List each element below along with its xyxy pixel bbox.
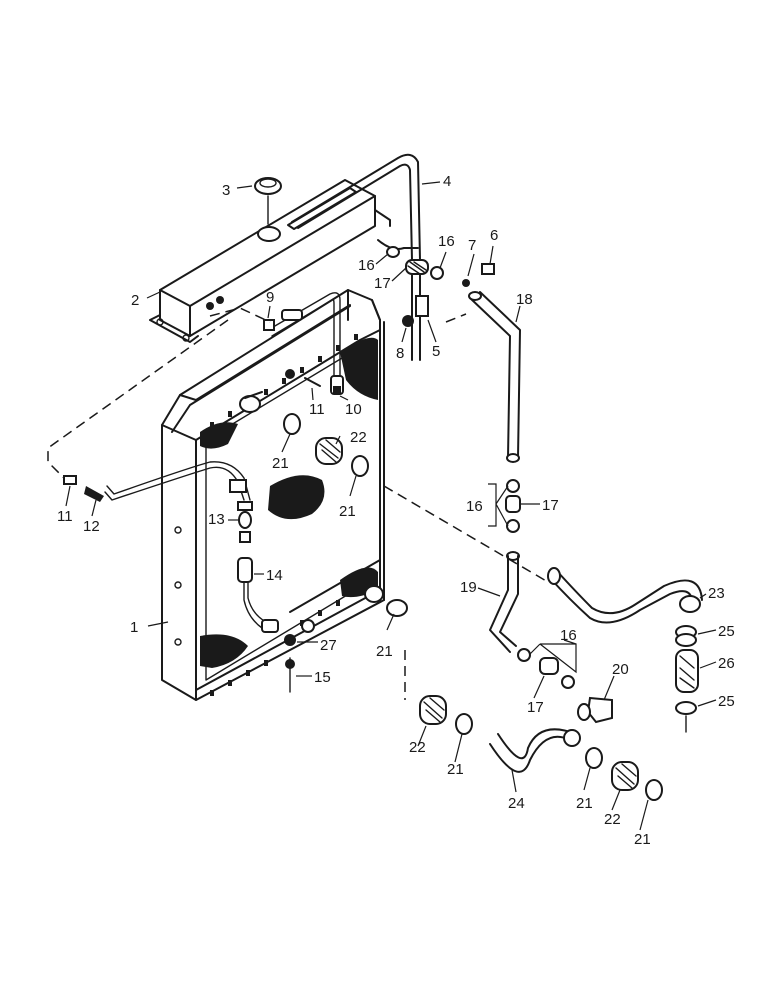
callout-15: 15 [314, 669, 331, 686]
callout-8: 8 [396, 345, 404, 362]
callout-21-c: 21 [376, 643, 393, 660]
hose-23 [547, 567, 703, 624]
callout-17-a: 17 [374, 275, 391, 292]
callout-20: 20 [612, 661, 629, 678]
callout-11-lower: 11 [57, 508, 73, 525]
callout-5: 5 [432, 343, 440, 360]
callout-23: 23 [708, 585, 725, 602]
callout-21-d: 21 [447, 761, 464, 778]
lower-bypass-hose [489, 551, 575, 689]
upper-hose-clamps [283, 413, 369, 477]
callout-4: 4 [443, 173, 451, 190]
callout-16-d: 16 [560, 627, 577, 644]
callout-21-e: 21 [576, 795, 593, 812]
callout-21-b: 21 [339, 503, 356, 520]
callout-2: 2 [131, 292, 139, 309]
lower-hose [386, 599, 663, 801]
callout-16-b: 16 [358, 257, 375, 274]
callout-6: 6 [490, 227, 498, 244]
upper-hose [468, 291, 521, 533]
callout-21-a: 21 [272, 455, 289, 472]
vent-pipe [263, 292, 344, 395]
callout-18: 18 [516, 291, 533, 308]
callout-27: 27 [320, 637, 337, 654]
callout-3: 3 [222, 182, 230, 199]
callout-21-f: 21 [634, 831, 651, 848]
callout-26: 26 [718, 655, 735, 672]
callout-12: 12 [83, 518, 100, 535]
leader-lines [65, 181, 717, 831]
callout-labels: 1 2 3 4 5 6 7 8 9 10 11 11 12 13 14 15 1… [57, 173, 735, 848]
callout-14: 14 [266, 567, 283, 584]
callout-22-b: 22 [409, 739, 426, 756]
callout-16-c: 16 [466, 498, 483, 515]
callout-11-upper: 11 [309, 401, 325, 418]
callout-25-b: 25 [718, 693, 735, 710]
radiator [161, 289, 385, 701]
thermostat-housing [577, 696, 613, 724]
callout-17-b: 17 [542, 497, 559, 514]
callout-25-a: 25 [718, 623, 735, 640]
callout-10: 10 [345, 401, 362, 418]
callout-13: 13 [208, 511, 225, 528]
hose-clamp-stack [675, 625, 699, 733]
tube-fittings [386, 246, 495, 327]
callout-1: 1 [130, 619, 138, 636]
callout-22-a: 22 [350, 429, 367, 446]
expansion-tank [149, 179, 391, 343]
callout-24: 24 [508, 795, 525, 812]
callout-22-c: 22 [604, 811, 621, 828]
callout-9: 9 [266, 289, 274, 306]
filler-cap [254, 177, 282, 225]
callout-17-c: 17 [527, 699, 544, 716]
bleed-line [63, 461, 296, 693]
callout-16-a: 16 [438, 233, 455, 250]
dashed-leader-lines [47, 307, 549, 700]
callout-19: 19 [460, 579, 477, 596]
callout-7: 7 [468, 237, 476, 254]
